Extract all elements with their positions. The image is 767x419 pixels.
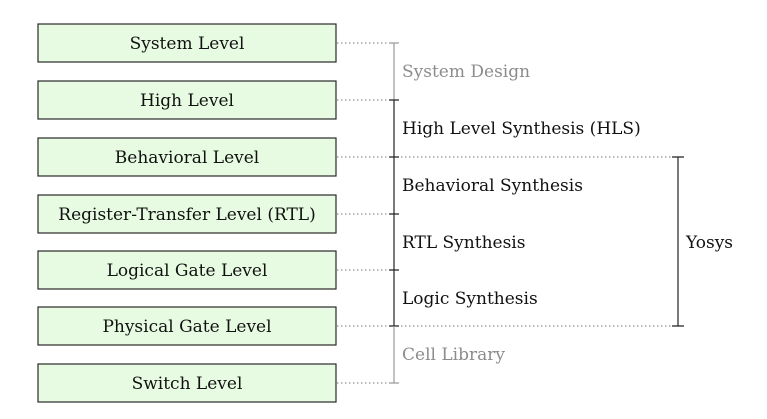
level-high: High Level xyxy=(37,80,337,120)
level-logical-gate: Logical Gate Level xyxy=(37,250,337,290)
level-box xyxy=(37,250,337,290)
level-label: Physical Gate Level xyxy=(102,317,271,337)
stage-label-cell-library: Cell Library xyxy=(402,345,505,365)
stage-label-logic-synthesis: Logic Synthesis xyxy=(402,289,538,309)
level-rtl: Register-Transfer Level (RTL) xyxy=(37,194,337,234)
stage-label-behavioral-synthesis: Behavioral Synthesis xyxy=(402,176,583,196)
stage-axis xyxy=(389,42,399,384)
stage-label-rtl-synthesis: RTL Synthesis xyxy=(402,233,525,253)
yosys-label: Yosys xyxy=(685,233,733,253)
axis-segment-synthesis xyxy=(389,99,399,327)
yosys-bracket-line xyxy=(672,156,684,327)
axis-segment-system-design xyxy=(389,42,399,100)
level-switch: Switch Level xyxy=(37,363,337,403)
level-box xyxy=(37,306,337,346)
level-box xyxy=(37,80,337,120)
axis-segment-cell-library xyxy=(389,326,399,384)
level-box xyxy=(37,23,337,63)
stage-labels: System Design High Level Synthesis (HLS)… xyxy=(402,62,641,365)
level-box xyxy=(37,194,337,234)
level-label: Register-Transfer Level (RTL) xyxy=(58,205,315,225)
stage-label-hls: High Level Synthesis (HLS) xyxy=(402,119,641,139)
level-label: High Level xyxy=(140,91,234,111)
level-label: System Level xyxy=(130,34,245,54)
level-label: Logical Gate Level xyxy=(107,261,268,281)
level-label: Switch Level xyxy=(132,374,243,394)
level-column: System Level High Level Behavioral Level… xyxy=(37,23,337,403)
level-physical-gate: Physical Gate Level xyxy=(37,306,337,346)
level-label: Behavioral Level xyxy=(115,148,259,168)
level-behavioral: Behavioral Level xyxy=(37,137,337,177)
level-box xyxy=(37,363,337,403)
leader-lines xyxy=(337,42,678,384)
stage-label-system-design: System Design xyxy=(402,62,530,82)
level-system: System Level xyxy=(37,23,337,63)
yosys-bracket: Yosys xyxy=(672,156,733,327)
level-box xyxy=(37,137,337,177)
